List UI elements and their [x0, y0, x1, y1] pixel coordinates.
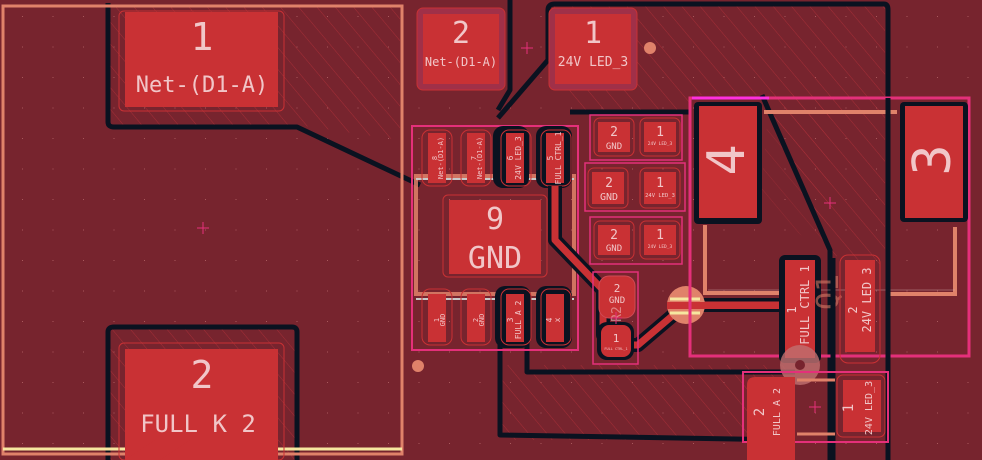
pad-number: 2 — [610, 228, 618, 243]
footprint-r2[interactable]: 2 GND R2 1 FULL CTRL_1 — [592, 271, 639, 365]
pad-ic-1[interactable]: 1 GND — [421, 288, 453, 346]
footprint-c3[interactable]: 2 GND 1 24V LED_3 — [589, 216, 683, 265]
pad-net: GND — [606, 244, 622, 254]
pad-number: 2 — [614, 282, 621, 295]
pad-number: 1 — [656, 125, 664, 140]
pad-net: FULL CTRL_1 — [604, 347, 627, 351]
pad-net: Net-(D1-A) — [476, 137, 484, 179]
pad-ic-3[interactable]: 3 FULL A 2 — [500, 288, 532, 346]
pad-net: 24V LED 3 — [860, 267, 874, 332]
pad-net: Net-(D1-A) — [437, 137, 445, 179]
refdes-q1: Q1 — [811, 274, 846, 310]
pad-net: Net-(D1-A) — [136, 73, 268, 98]
pad-label: 5 — [546, 155, 555, 160]
pad-net: 24V LED_3 — [648, 141, 673, 147]
pad-label: 2 — [472, 318, 480, 322]
pad-q-4[interactable]: 4 — [694, 102, 762, 224]
pad-net: GND — [606, 142, 622, 152]
pad-ic-6[interactable]: 6 24V LED_3 — [500, 129, 532, 187]
pad-net: GND — [439, 314, 447, 327]
pad-ic-4[interactable]: 4 x — [540, 288, 572, 346]
anchor-cross-icon — [197, 222, 209, 234]
pad-net: GND — [468, 241, 522, 276]
pad-number: 2 — [605, 176, 613, 191]
pad-label: 7 — [470, 156, 478, 160]
pad-label: 4 — [545, 317, 554, 322]
pad-number: 2 — [452, 16, 470, 51]
pad-number: 3 — [903, 144, 963, 175]
anchor-cross-icon — [824, 197, 836, 209]
pad-net: 24V LED_3 — [558, 55, 628, 70]
pad-label: 6 — [506, 155, 515, 160]
pad-q-2[interactable]: 2 24V LED 3 — [839, 254, 881, 364]
footprint-q1[interactable] — [688, 96, 971, 358]
pad-net: 24V LED_3 — [514, 136, 523, 180]
pad-label: 1 — [841, 404, 857, 412]
pad-label: 2 — [752, 408, 768, 416]
pad-net: FULL A 2 — [772, 388, 783, 436]
pad-number: 1 — [191, 15, 214, 59]
pad-net: 24V LED_3 — [648, 244, 673, 250]
anchor-cross-icon — [521, 42, 533, 54]
pad-number: 2 — [191, 353, 214, 397]
via-hole — [795, 360, 805, 370]
pad-number: 1 — [656, 228, 664, 243]
footprint-c2[interactable]: 2 GND 1 24V LED_3 — [584, 162, 686, 212]
pad-ic-2[interactable]: 2 GND — [460, 288, 492, 346]
pad-net: GND — [609, 296, 625, 306]
pad-top-2[interactable]: 2 Net-(D1-A) — [416, 7, 506, 91]
anchor-cross-icon — [610, 312, 622, 324]
pad-net: GND — [600, 192, 618, 203]
pad-label: 8 — [431, 156, 439, 160]
pad-number: 4 — [697, 144, 757, 175]
pad-net: 24V LED_3 — [864, 381, 875, 435]
pad-number: 1 — [584, 16, 602, 51]
pad-net: FULL CTRL 1 — [798, 265, 812, 344]
pad-net: FULL CTRL_1 — [554, 131, 563, 184]
via[interactable] — [644, 42, 656, 54]
pad-net: FULL A 2 — [514, 301, 523, 340]
pad-top-1[interactable]: 1 24V LED_3 — [548, 7, 638, 91]
pad-label: 1 — [433, 318, 441, 322]
pad-net: GND — [478, 314, 486, 327]
pad-ic-8[interactable]: 8 Net-(D1-A) — [421, 129, 453, 187]
pad-net: Net-(D1-A) — [425, 55, 497, 69]
pad-label: 3 — [506, 317, 515, 322]
pad-number: 1 — [656, 176, 664, 191]
refdes-r2: R2 — [610, 306, 625, 322]
anchor-cross-icon — [809, 401, 821, 413]
pad-net: x — [553, 317, 562, 322]
pad-number: 2 — [610, 125, 618, 140]
pad-label: 2 — [846, 306, 860, 313]
pad-net: FULL K 2 — [140, 410, 256, 438]
footprint-d2[interactable]: 2 FULL A 2 1 24V LED_3 — [742, 371, 889, 460]
via-large[interactable] — [667, 286, 785, 324]
pad-q-3[interactable]: 3 — [900, 102, 968, 222]
pad-ic-7[interactable]: 7 Net-(D1-A) — [460, 129, 492, 187]
pad-q-1[interactable]: 1 FULL CTRL 1 — [779, 255, 821, 363]
pad-number: 1 — [613, 332, 620, 345]
footprint-c1[interactable]: 2 GND 1 24V LED_3 — [589, 114, 683, 161]
pad-big-1[interactable]: 1 Net-(D1-A) — [118, 10, 285, 112]
pad-net: 24V LED_3 — [645, 193, 675, 199]
via[interactable] — [412, 360, 424, 372]
pad-number: 9 — [486, 202, 504, 237]
pad-big-2[interactable]: 2 FULL K 2 — [118, 342, 285, 460]
pad-label: 1 — [785, 306, 799, 313]
